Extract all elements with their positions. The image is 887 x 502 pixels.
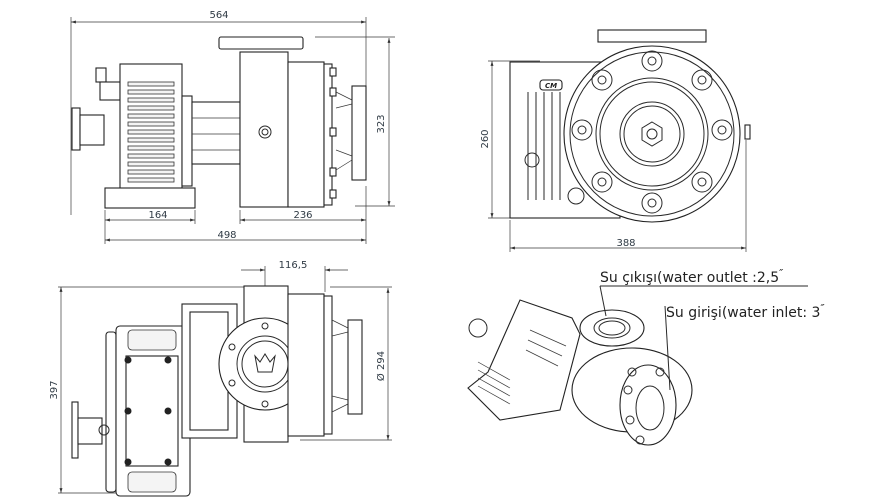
dim-323: 323: [376, 114, 387, 133]
front-flange-bolts: [571, 50, 733, 214]
dim-116-5: 116,5: [279, 260, 308, 271]
dim-260: 260: [480, 129, 491, 148]
inlet-leader-line: [664, 305, 671, 391]
dim-388: 388: [616, 238, 635, 249]
dim-498: 498: [217, 230, 236, 241]
water-inlet-label: Su girişi(water inlet: 3″: [666, 302, 825, 321]
gearbox-cover-bolts: [124, 356, 172, 466]
water-outlet-label: Su çıkışı(water outlet :2,5″: [600, 267, 784, 286]
dim-164: 164: [148, 210, 167, 221]
motor-fins: [527, 92, 561, 200]
front-view: 260 CM: [480, 29, 751, 252]
iso-view: Su çıkışı(water outlet :2,5″ Su girişi(w…: [467, 267, 825, 446]
iso-gearbox-fins: [477, 329, 567, 405]
inlet-bolts: [329, 67, 337, 199]
outlet-leader-line: [599, 285, 607, 317]
dim-236: 236: [293, 210, 312, 221]
gearbox-fins: [127, 81, 175, 183]
top-view: 397 116,5 Ø 294: [49, 260, 392, 497]
dim-diameter-294: Ø 294: [375, 351, 387, 381]
iso-inlet-bolts: [623, 367, 665, 445]
side-view: 564 323: [70, 10, 395, 244]
dim-564: 564: [209, 10, 228, 21]
dim-397: 397: [49, 380, 60, 399]
brand-logo: CM: [545, 82, 557, 90]
